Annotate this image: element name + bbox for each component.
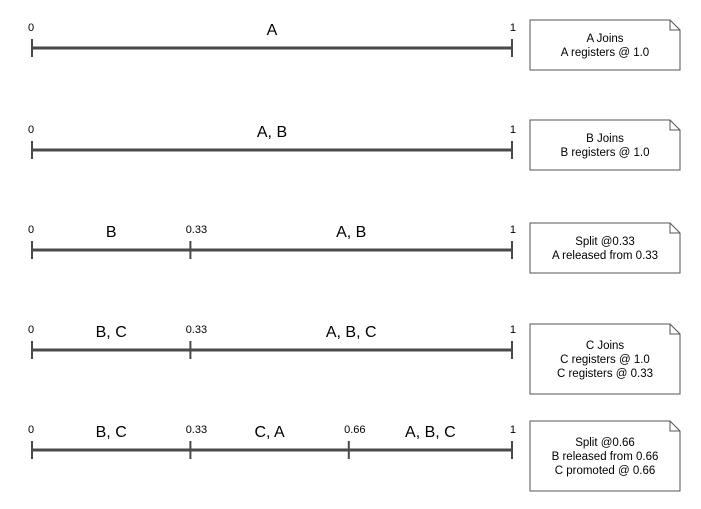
- tick-label: 1: [510, 22, 516, 34]
- note-fold-corner: [669, 120, 680, 131]
- note-box: [529, 222, 681, 274]
- event-note: Split @0.33 A released from 0.33: [529, 222, 681, 274]
- tick-label: 1: [510, 224, 516, 236]
- note-line: Split @0.66: [575, 437, 635, 449]
- tick-label: 0.33: [186, 224, 207, 236]
- note-line: A registers @ 1.0: [561, 47, 649, 59]
- segment-label: B, C: [96, 424, 127, 441]
- note-box: [529, 119, 681, 171]
- note-line: C Joins: [586, 340, 625, 352]
- tick-label: 1: [510, 424, 516, 436]
- note-fold-corner: [669, 421, 680, 432]
- segment-label: A, B, C: [326, 324, 377, 341]
- note-box: [529, 420, 681, 492]
- note-fold-corner: [669, 223, 680, 234]
- tick-label: 0.33: [186, 324, 207, 336]
- note-line: B released from 0.66: [552, 451, 659, 463]
- note-line: C registers @ 1.0: [560, 354, 650, 366]
- note-line: C promoted @ 0.66: [555, 465, 656, 477]
- segment-label: C, A: [254, 424, 285, 441]
- segment-label: A, B: [336, 224, 366, 241]
- timeline-row-3: 0 0.33 1 B A, B Split @0.33 A released from 0.…: [28, 222, 681, 274]
- tick-label: 0: [28, 22, 34, 34]
- tick-label: 0: [28, 124, 34, 136]
- event-note: Split @0.66 B released from 0.66 C promote…: [529, 420, 681, 492]
- tick-label: 1: [510, 124, 516, 136]
- note-line: Split @0.33: [575, 236, 635, 248]
- tick-label: 1: [510, 324, 516, 336]
- note-fold-corner: [669, 324, 680, 335]
- note-line: A released from 0.33: [552, 250, 658, 262]
- timeline-row-4: 0 0.33 1 B, C A, B, C C Joins C registers @ 1.…: [28, 323, 681, 395]
- note-box: [529, 323, 681, 395]
- note-box: [529, 19, 681, 71]
- note-line: C registers @ 0.33: [557, 368, 653, 380]
- segment-label: A, B: [257, 124, 287, 141]
- event-note: C Joins C registers @ 1.0 C registers @ 0.…: [529, 323, 681, 395]
- timeline-row-1: 0 1 A A Joins A registers @ 1.0: [28, 19, 681, 71]
- tick-label: 0: [28, 424, 34, 436]
- segment-label: B: [106, 224, 117, 241]
- note-line: A Joins: [586, 33, 623, 45]
- timeline-row-2: 0 1 A, B B Joins B registers @ 1.0: [28, 119, 681, 171]
- note-line: B registers @ 1.0: [560, 147, 649, 159]
- note-fold-corner: [669, 20, 680, 31]
- segment-label: B, C: [96, 324, 127, 341]
- tick-label: 0.66: [344, 424, 365, 436]
- segment-label: A: [267, 22, 278, 39]
- segment-label: A, B, C: [405, 424, 456, 441]
- event-note: A Joins A registers @ 1.0: [529, 19, 681, 71]
- event-note: B Joins B registers @ 1.0: [529, 119, 681, 171]
- tick-label: 0: [28, 324, 34, 336]
- note-line: B Joins: [586, 133, 624, 145]
- timeline-row-5: 0 0.33 0.66 1 B, C C, A A, B, C Split @0.66 B re…: [28, 420, 681, 492]
- tick-label: 0: [28, 224, 34, 236]
- tick-label: 0.33: [186, 424, 207, 436]
